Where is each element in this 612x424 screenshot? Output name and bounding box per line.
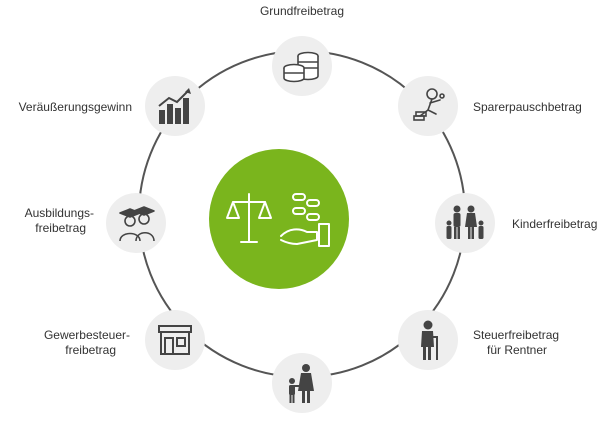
node-sparerpauschbetrag xyxy=(398,76,458,136)
label-grundfreibetrag: Grundfreibetrag xyxy=(259,4,345,18)
parent-with-child-icon xyxy=(289,364,314,403)
label-ausbildung: Ausbildungs- freibetrag xyxy=(24,206,94,235)
shop-icon xyxy=(158,325,192,355)
label-gewerbesteuer: Gewerbesteuer- freibetrag xyxy=(43,328,130,357)
elderly-person-icon xyxy=(421,320,438,360)
center-hub xyxy=(209,149,349,289)
scales-and-coins-on-hand-icon xyxy=(226,193,330,247)
label-sparerpauschbetrag: Sparerpauschbetrag xyxy=(473,100,582,114)
graduates-icon xyxy=(119,206,155,242)
node-veraeusserung xyxy=(145,76,205,136)
label-rentner: Steuerfreibetrag für Rentner xyxy=(473,328,560,357)
rising-bar-chart-icon xyxy=(158,88,191,124)
node-gewerbesteuer xyxy=(145,310,205,370)
node-grundfreibetrag xyxy=(272,36,332,96)
family-icon xyxy=(446,205,484,239)
node-rentner xyxy=(398,310,458,370)
node-ausbildung xyxy=(106,193,166,253)
child-on-coins-icon xyxy=(413,88,445,121)
node-alleinerziehend xyxy=(272,353,332,413)
label-veraeusserung: Veräußerungsgewinn xyxy=(18,100,132,114)
coin-stacks-icon xyxy=(283,51,319,83)
node-kinderfreibetrag xyxy=(435,193,495,253)
label-kinderfreibetrag: Kinderfreibetrag xyxy=(512,217,598,231)
